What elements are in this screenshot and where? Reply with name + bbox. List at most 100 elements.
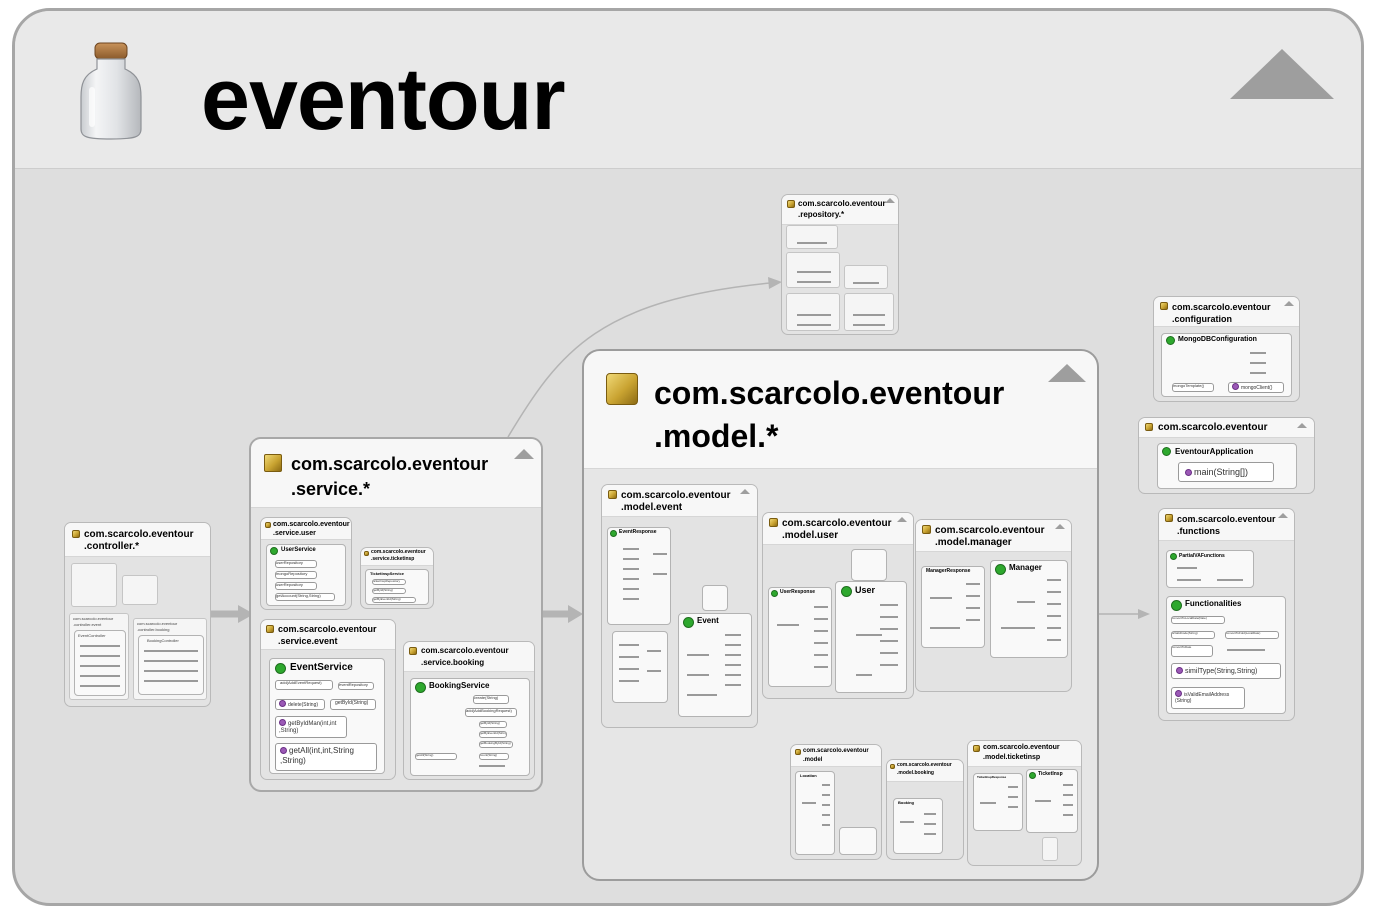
class-event[interactable]: Event [678, 613, 752, 717]
class-user-service[interactable]: UserService userRepository mongoReposito… [266, 544, 346, 606]
class-icon [270, 547, 278, 555]
class-name: PartialVAFunctions [1179, 553, 1225, 559]
class-model-other [839, 827, 877, 855]
class-functionalities[interactable]: Functionalities convertToLocalDate(Date)… [1166, 596, 1286, 714]
collapse-triangle-icon[interactable] [1055, 524, 1065, 529]
package-service-user[interactable]: com.scarcolo.eventour .service.user User… [260, 517, 352, 610]
class-location[interactable]: Location [795, 771, 835, 855]
class-booking-service[interactable]: BookingService create(String) add(AddBoo… [410, 678, 530, 776]
member-mongo-template[interactable]: mongoTemplate() [1172, 383, 1214, 392]
class-event-response[interactable]: EventResponse [607, 527, 671, 625]
package-icon [922, 525, 931, 534]
member-item[interactable]: getById(String) [372, 588, 406, 594]
package-title-line2: .model.manager [935, 537, 1012, 548]
package-functions[interactable]: com.scarcolo.eventour .functions Partial… [1158, 508, 1295, 721]
member-get-all[interactable]: getAll(int,int,String ,String) [275, 743, 377, 771]
class-name: ManagerResponse [926, 568, 971, 574]
member-convert-to-fold[interactable]: convertToFold(LocalDate) [1225, 631, 1279, 639]
class-icon [1162, 447, 1171, 456]
class-manager[interactable]: Manager [990, 560, 1068, 658]
package-configuration[interactable]: com.scarcolo.eventour .configuration Mon… [1153, 296, 1300, 402]
package-title-line2: .model.booking [897, 770, 934, 776]
member-main[interactable]: main(String[]) [1178, 462, 1274, 482]
member-item[interactable]: getByEventId(String) [479, 731, 507, 738]
package-model-ticketinsp[interactable]: com.scarcolo.eventour .model.ticketinsp … [967, 740, 1082, 866]
member-convert-to-date[interactable]: convertToDate [1171, 645, 1213, 657]
class-icon [1171, 600, 1182, 611]
collapse-triangle-icon[interactable] [1230, 49, 1334, 99]
class-manager-response[interactable]: ManagerResponse [921, 566, 985, 648]
package-model-base[interactable]: com.scarcolo.eventour .model Location [790, 744, 882, 860]
class-ticketinsp-response[interactable]: TicketInspResponse [973, 773, 1023, 831]
member-simil-type[interactable]: similType(String,String) [1171, 663, 1281, 679]
package-icon [1165, 514, 1173, 522]
package-model-booking[interactable]: com.scarcolo.eventour .model.booking Boo… [886, 759, 964, 860]
member-item[interactable]: userRepository [275, 582, 317, 590]
collapse-triangle-icon[interactable] [1284, 301, 1294, 306]
repository-sub-booking [786, 293, 840, 331]
collapse-triangle-icon[interactable] [1297, 423, 1307, 428]
class-icon [1166, 336, 1175, 345]
member-get-by-id-man[interactable]: getByIdMan(int,int ,String) [275, 716, 347, 738]
method-icon [1176, 667, 1183, 674]
collapse-triangle-icon[interactable] [897, 517, 907, 522]
collapse-triangle-icon[interactable] [1278, 513, 1288, 518]
member-item[interactable]: getById(String) [479, 721, 507, 728]
class-user-response[interactable]: UserResponse [768, 587, 832, 687]
class-ticketinsp-service[interactable]: TicketInspService ticketInspRepository g… [365, 569, 429, 605]
member-event-repository[interactable]: eventRepository [338, 682, 374, 690]
member-item[interactable]: getByEventId(String) [372, 597, 416, 603]
member-item[interactable]: ticketInspRepository [372, 579, 406, 585]
collapse-triangle-icon[interactable] [1048, 364, 1086, 382]
package-model-manager[interactable]: com.scarcolo.eventour .model.manager Man… [915, 519, 1072, 692]
member-convert-to-local-date[interactable]: convertToLocalDate(Date) [1171, 616, 1225, 624]
package-icon [364, 551, 369, 556]
member-item[interactable]: getAll(String) [415, 753, 457, 760]
package-title-line1: com.scarcolo.eventour [654, 375, 1005, 411]
collapse-triangle-icon[interactable] [885, 198, 895, 203]
member-is-valid-code[interactable]: isValidCode(String) [1171, 631, 1215, 639]
package-controller[interactable]: com.scarcolo.eventour .controller.* com.… [64, 522, 211, 707]
package-root[interactable]: com.scarcolo.eventour EventourApplicatio… [1138, 417, 1315, 494]
member-is-valid-email-address[interactable]: isValidEmailAddress (String) [1171, 687, 1245, 709]
package-model-event[interactable]: com.scarcolo.eventour .model.event Event… [601, 484, 758, 728]
class-event-service[interactable]: EventService add(AddEventRequest) eventR… [269, 658, 385, 774]
member-get-by-id[interactable]: getById(String) [330, 699, 376, 710]
class-mongodb-configuration[interactable]: MongoDBConfiguration mongoTemplate() mon… [1161, 333, 1292, 397]
package-title-line1: com.scarcolo.eventour [137, 621, 178, 626]
class-booking-controller[interactable]: BookingController [138, 635, 204, 695]
package-service[interactable]: com.scarcolo.eventour .service.* com.sca… [249, 437, 543, 792]
member-item[interactable]: userRepository [275, 560, 317, 568]
package-service-booking[interactable]: com.scarcolo.eventour .service.booking B… [403, 641, 535, 780]
package-service-ticketinsp[interactable]: com.scarcolo.eventour .service.ticketins… [360, 547, 434, 609]
repository-sub-ticketinsp [786, 252, 840, 288]
class-eventour-application[interactable]: EventourApplication main(String[]) [1157, 443, 1297, 489]
member-item[interactable]: create(String) [473, 695, 509, 704]
member-item[interactable]: mongoRepository [275, 571, 317, 579]
package-repository[interactable]: com.scarcolo.eventour .repository.* [781, 194, 899, 335]
package-model[interactable]: com.scarcolo.eventour .model.* com.scarc… [582, 349, 1099, 881]
package-title-line1: com.scarcolo.eventour [273, 521, 350, 528]
package-controller-event[interactable]: com.scarcolo.eventour .controller.event … [69, 613, 129, 700]
collapse-triangle-icon[interactable] [740, 489, 750, 494]
class-ticketinsp[interactable]: TicketInsp [1026, 769, 1078, 833]
package-model-user[interactable]: com.scarcolo.eventour .model.user UserRe… [762, 512, 914, 699]
controller-sub-a [71, 563, 117, 607]
package-service-event[interactable]: com.scarcolo.eventour .service.event Eve… [260, 619, 396, 780]
member-item[interactable]: getBookingById(String) [479, 741, 513, 748]
class-user[interactable]: User [835, 581, 907, 693]
class-event-controller[interactable]: EventController [74, 630, 126, 696]
member-delete[interactable]: delete(String) [275, 699, 325, 710]
class-booking[interactable]: Booking [893, 798, 943, 854]
member-item[interactable]: getAccount(String,String) [275, 593, 335, 601]
collapse-triangle-icon[interactable] [514, 449, 534, 459]
member-item[interactable]: add(AddBookingRequest) [465, 708, 517, 717]
member-mongo-client[interactable]: mongoClient() [1228, 382, 1284, 393]
member-item[interactable]: count(String) [479, 753, 509, 760]
controller-sub-b [122, 575, 158, 605]
class-partial-va-functions[interactable]: PartialVAFunctions [1166, 550, 1254, 588]
package-icon [1160, 302, 1168, 310]
package-controller-booking[interactable]: com.scarcolo.eventour .controller.bookin… [133, 618, 207, 700]
member-add[interactable]: add(AddEventRequest) [275, 680, 333, 690]
package-title-line2: .model.event [621, 502, 683, 513]
